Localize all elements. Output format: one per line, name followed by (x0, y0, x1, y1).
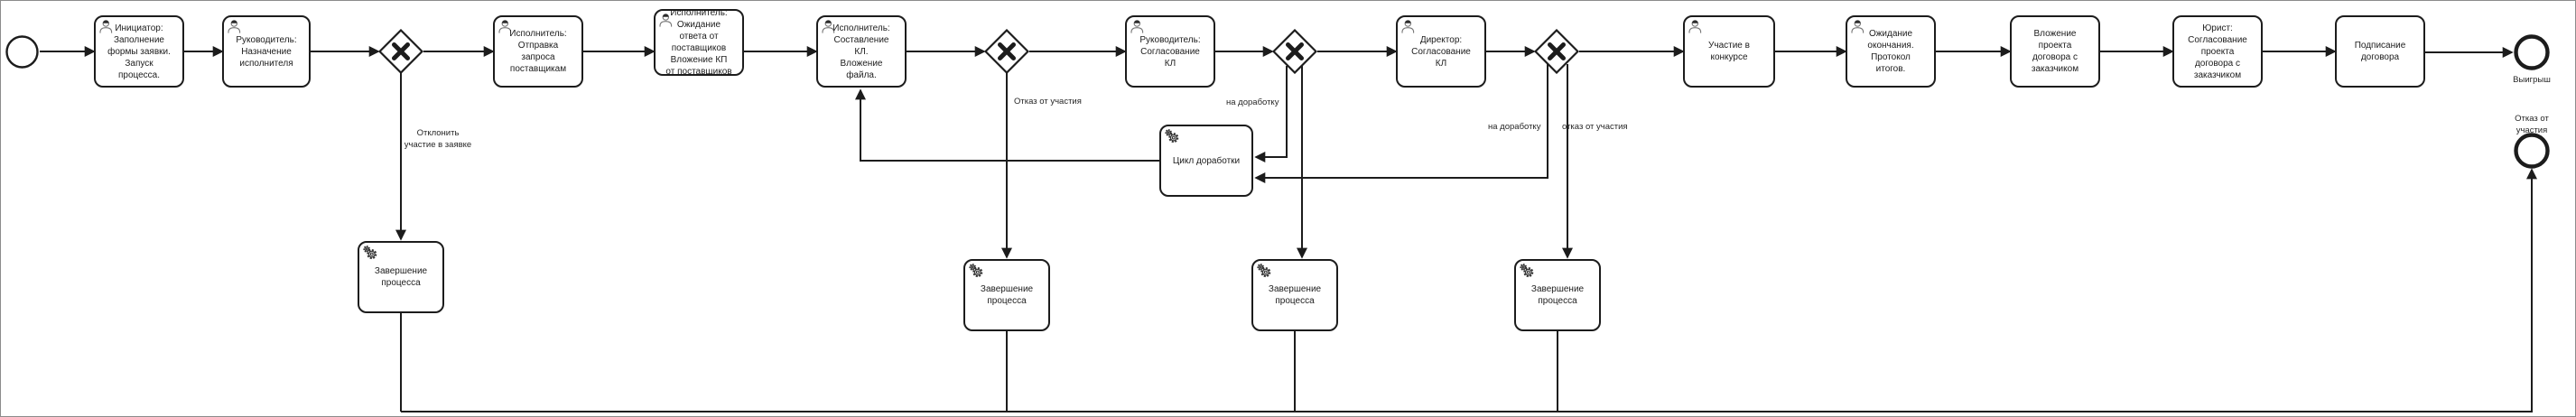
task-initiator-fill-form[interactable]: Инициатор: Заполнение формы заявки. Запу… (94, 15, 184, 88)
task-label: Вложение проекта договора с заказчиком (2031, 29, 2079, 74)
task-label: Подписание договора (2354, 41, 2406, 62)
flow-rework-to-kl (855, 88, 1159, 162)
task-label: Инициатор: Заполнение формы заявки. Запу… (107, 23, 171, 80)
task-label: Исполнитель: Отправка запроса поставщика… (509, 29, 567, 74)
task-finish-process-4[interactable]: Завершение процесса (1514, 259, 1601, 331)
end-event-circle (2514, 133, 2550, 169)
task-label: Руководитель: Согласование КЛ (1139, 34, 1201, 69)
gears-icon (969, 264, 983, 278)
task-label: Завершение процесса (1268, 284, 1322, 306)
task-participate-contest[interactable]: Участие в конкурсе (1683, 15, 1775, 88)
exclusive-gateway-x-icon (984, 29, 1029, 74)
exclusive-gateway-3[interactable] (1272, 29, 1317, 74)
gears-icon-wrap (1519, 263, 1534, 278)
task-lawyer-approve-contract[interactable]: Юрист: Согласование проекта договора с з… (2172, 15, 2263, 88)
exclusive-gateway-1[interactable] (378, 29, 423, 74)
gears-icon (1257, 264, 1271, 278)
exclusive-gateway-x-icon (1534, 29, 1579, 74)
task-label: Завершение процесса (1530, 284, 1585, 306)
user-icon-wrap (1850, 19, 1865, 34)
task-label: Директор: Согласование КЛ (1411, 34, 1471, 69)
exclusive-gateway-2[interactable] (984, 29, 1029, 74)
exclusive-gateway-4[interactable] (1534, 29, 1579, 74)
user-icon-wrap (1688, 19, 1703, 34)
task-finish-process-2[interactable]: Завершение процесса (963, 259, 1050, 331)
task-sign-contract[interactable]: Подписание договора (2335, 15, 2425, 88)
task-director-approve-kl[interactable]: Директор: Согласование КЛ (1396, 15, 1486, 88)
task-label: Исполнитель: Составление КЛ. Вложение фа… (832, 23, 890, 80)
end-event-win[interactable] (2514, 34, 2550, 70)
label-gw2-decline: Отказ от участия (1014, 97, 1082, 107)
user-icon-wrap (1130, 19, 1145, 34)
gears-icon-wrap (1256, 263, 1271, 278)
end-event-circle (2514, 34, 2550, 70)
task-label: Юрист: Согласование проекта договора с з… (2188, 23, 2247, 80)
user-icon-wrap (498, 19, 513, 34)
flow-gw3-rework (1254, 66, 1288, 162)
user-icon (1688, 20, 1702, 33)
task-label: Завершение процесса (374, 266, 428, 288)
task-finish-process-1[interactable]: Завершение процесса (358, 241, 444, 313)
user-icon-wrap (658, 13, 674, 28)
gears-icon-wrap (362, 245, 377, 260)
task-finish-process-3[interactable]: Завершение процесса (1251, 259, 1338, 331)
user-icon (659, 14, 673, 27)
label-gw4-rework: на доработку (1488, 122, 1541, 132)
task-label: Исполнитель: Ожидание ответа от поставщи… (665, 8, 732, 77)
task-label: Ожидание окончания. Протокол итогов. (1867, 29, 1914, 74)
label-gw3-rework: на доработку (1226, 97, 1279, 107)
task-rework-cycle[interactable]: Цикл доработки (1159, 125, 1253, 197)
gears-icon-wrap (968, 263, 983, 278)
task-attach-draft-contract[interactable]: Вложение проекта договора с заказчиком (2010, 15, 2100, 88)
user-icon-wrap (98, 19, 114, 34)
exclusive-gateway-x-icon (378, 29, 423, 74)
flow-gw4-rework (1254, 64, 1548, 183)
user-icon (1401, 20, 1415, 33)
task-wait-results-protocol[interactable]: Ожидание окончания. Протокол итогов. (1846, 15, 1936, 88)
user-icon (99, 20, 113, 33)
task-manager-assign-executor[interactable]: Руководитель: Назначение исполнителя (222, 15, 311, 88)
task-label: Завершение процесса (980, 284, 1034, 306)
gears-icon (1520, 264, 1534, 278)
task-executor-compose-kl[interactable]: Исполнитель: Составление КЛ. Вложение фа… (816, 15, 907, 88)
task-executor-wait-suppliers[interactable]: Исполнитель: Ожидание ответа от поставщи… (654, 8, 744, 77)
gears-icon (363, 246, 377, 260)
label-decline-request: Отклонить участие в заявке (404, 128, 472, 150)
label-end-decline: Отказ от участия (2515, 114, 2549, 135)
label-end-win: Выигрыш (2513, 75, 2551, 85)
user-icon (1851, 20, 1865, 33)
user-icon (228, 20, 241, 33)
gears-icon-wrap (1164, 128, 1179, 144)
user-icon-wrap (227, 19, 242, 34)
user-icon-wrap (1400, 19, 1416, 34)
user-icon (498, 20, 512, 33)
task-label: Цикл доработки (1172, 155, 1241, 166)
start-event[interactable] (5, 35, 39, 69)
task-manager-approve-kl[interactable]: Руководитель: Согласование КЛ (1125, 15, 1215, 88)
user-icon (1130, 20, 1144, 33)
flow-bottom-to-end-decline (401, 168, 2537, 412)
task-executor-send-request[interactable]: Исполнитель: Отправка запроса поставщика… (493, 15, 583, 88)
gears-icon (1165, 129, 1179, 144)
user-icon (822, 20, 835, 33)
label-gw4-decline: отказ от участия (1562, 122, 1628, 132)
exclusive-gateway-x-icon (1272, 29, 1317, 74)
task-label: Руководитель: Назначение исполнителя (236, 34, 297, 69)
task-label: Участие в конкурсе (1708, 41, 1750, 62)
end-event-decline[interactable] (2514, 133, 2550, 169)
start-event-circle (5, 35, 39, 69)
user-icon-wrap (821, 19, 836, 34)
